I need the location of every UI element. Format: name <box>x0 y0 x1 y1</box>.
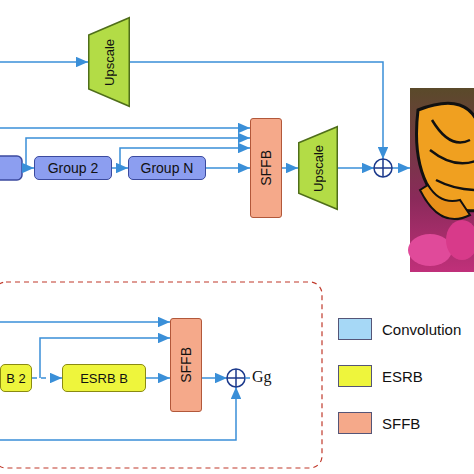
esrb-box: B 2 <box>0 364 32 392</box>
butterfly-wing <box>420 185 470 219</box>
flow-wire <box>338 167 374 169</box>
output-image <box>408 88 474 272</box>
node-label: Group 2 <box>48 161 99 175</box>
legend-label: SFFB <box>382 415 420 432</box>
upscale-shape <box>299 127 338 210</box>
flow-arrow <box>282 167 298 169</box>
sum-symbol <box>374 159 392 177</box>
sum-symbol <box>227 369 245 387</box>
upscale-block: Upscale <box>298 126 338 210</box>
input-wire <box>0 61 88 63</box>
fusion-block: SFFB <box>250 118 282 218</box>
flower <box>446 220 474 260</box>
flow-wire <box>22 167 34 169</box>
output-wire <box>392 167 410 169</box>
legend-label: ESRB <box>382 368 423 385</box>
feature-wire <box>0 321 170 323</box>
node-label: Upscale <box>103 39 116 86</box>
upscale-shape <box>89 18 130 107</box>
node-label: SFFB <box>259 150 273 186</box>
flower <box>408 234 452 266</box>
node-label: B 2 <box>6 372 26 385</box>
fusion-block: SFFB <box>170 318 202 412</box>
flow-arrow <box>206 167 250 169</box>
esrb-box: ESRB B <box>62 364 146 392</box>
legend-label: Convolution <box>382 321 461 338</box>
flow-arrow <box>112 167 128 169</box>
sum-symbol <box>374 159 392 177</box>
node-label: Upscale <box>312 145 325 192</box>
process-box <box>0 156 22 180</box>
feature-wire <box>0 127 250 129</box>
node-label: ESRB B <box>80 372 128 385</box>
legend-swatch <box>338 365 372 387</box>
legend-swatch <box>338 318 372 340</box>
legend-entry: Convolution <box>338 318 461 340</box>
group-box: Group 2 <box>34 156 112 180</box>
flow-arrow <box>32 377 62 379</box>
node-label: Group N <box>141 161 194 175</box>
wing-vein <box>430 120 474 190</box>
legend-entry: SFFB <box>338 412 420 434</box>
node-label: SFFB <box>179 347 193 383</box>
group-frame <box>0 282 322 468</box>
flow-wire <box>202 377 227 379</box>
legend-swatch <box>338 412 372 434</box>
output-label: Gg <box>252 368 272 386</box>
output-wire <box>245 377 250 379</box>
legend-entry: ESRB <box>338 365 423 387</box>
sum-symbol <box>227 369 245 387</box>
flow-arrow <box>146 377 170 379</box>
upscale-block: Upscale <box>88 17 130 107</box>
group-box: Group N <box>128 156 206 180</box>
